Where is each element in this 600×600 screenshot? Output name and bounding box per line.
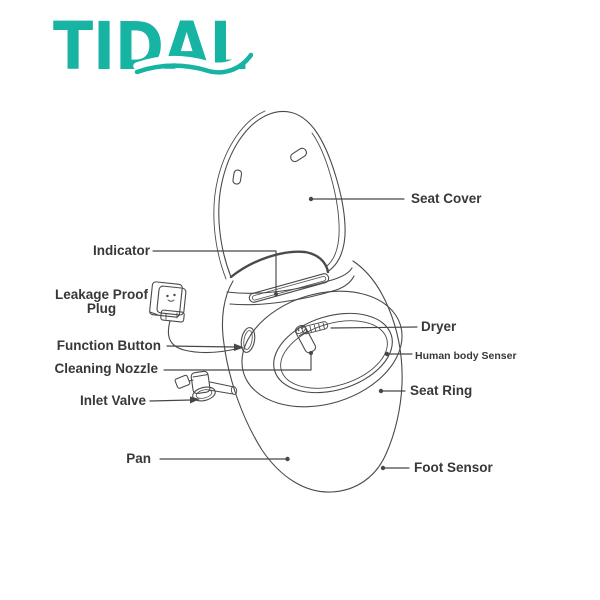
leader-seat-ring xyxy=(378,388,406,394)
label-function-button: Function Button xyxy=(56,338,161,353)
leader-lines xyxy=(149,196,418,471)
label-pan: Pan xyxy=(126,451,151,466)
water-pipe xyxy=(209,381,235,388)
leader-cleaning-nozzle xyxy=(163,351,313,371)
water-pipe xyxy=(208,389,234,395)
seat-ring-rim xyxy=(241,290,403,408)
leader-leakage-proof-plug xyxy=(149,311,159,316)
label-indicator: Indicator xyxy=(92,243,150,258)
seat-opening-inner xyxy=(280,320,388,389)
label-seat-cover: Seat Cover xyxy=(411,191,482,206)
inlet-valve-part xyxy=(174,370,238,402)
leader-seat-cover xyxy=(308,196,405,202)
label-leakage-proof-plug-line2: Plug xyxy=(86,301,117,316)
indicator-strip-inner xyxy=(251,276,327,301)
function-button-part xyxy=(240,327,256,353)
label-human-body-sensor: Human body Senser xyxy=(415,350,517,362)
label-leakage-proof-plug: Leakage Proof Plug xyxy=(55,288,148,316)
toilet-body xyxy=(221,260,403,493)
lid-bumper-slot xyxy=(290,147,308,163)
power-plug xyxy=(149,281,187,323)
tidal-logo: TIDAL xyxy=(53,19,253,79)
leader-indicator xyxy=(152,250,278,296)
seat-opening-outer xyxy=(273,312,393,394)
leader-pan xyxy=(159,456,290,462)
label-foot-sensor: Foot Sensor xyxy=(414,460,493,475)
hinge-ledge xyxy=(226,250,355,306)
leader-human-body-sensor xyxy=(384,351,413,357)
leader-dryer xyxy=(330,326,418,329)
leader-function-button xyxy=(166,343,244,351)
label-leakage-proof-plug-line1: Leakage Proof xyxy=(54,287,148,302)
power-cord xyxy=(167,320,241,354)
label-dryer: Dryer xyxy=(421,319,457,334)
lid-bumper-slot xyxy=(232,169,243,185)
leader-inlet-valve xyxy=(149,396,200,404)
label-inlet-valve: Inlet Valve xyxy=(79,393,146,408)
label-seat-ring: Seat Ring xyxy=(410,383,473,398)
logo-wave-icon xyxy=(134,52,253,75)
label-cleaning-nozzle: Cleaning Nozzle xyxy=(54,361,158,376)
logo-wave-gap xyxy=(133,45,253,71)
leader-foot-sensor xyxy=(380,465,410,471)
indicator-strip xyxy=(248,273,330,303)
